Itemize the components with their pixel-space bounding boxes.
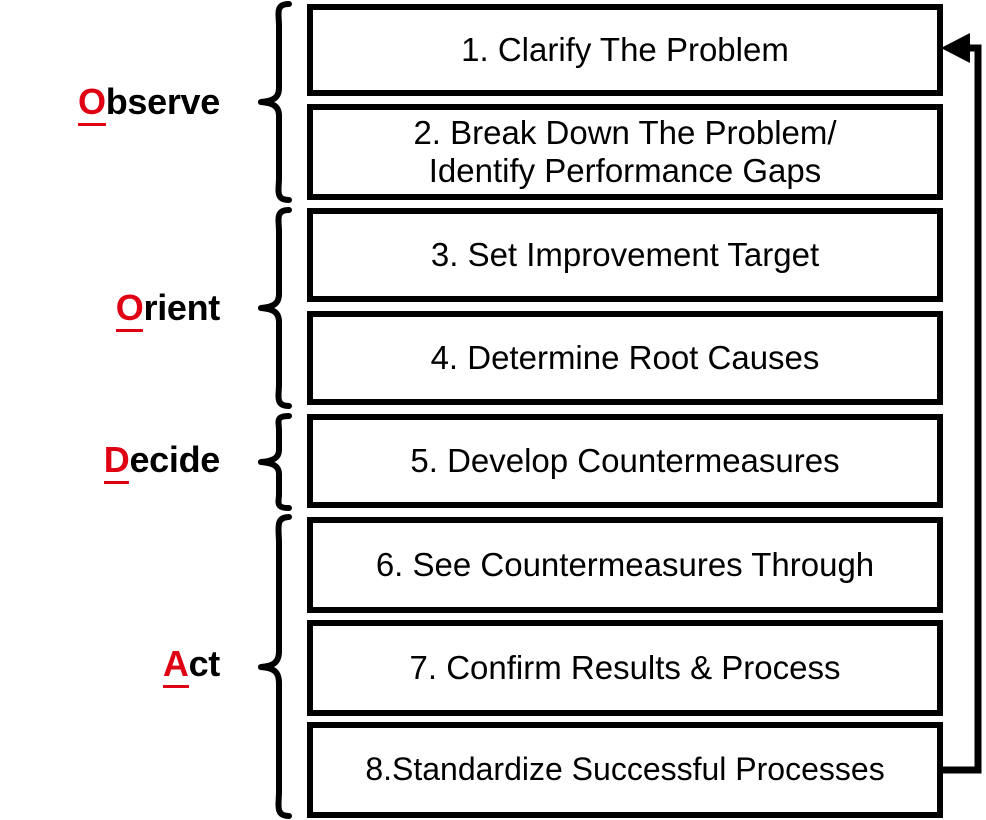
step-text-3: 3. Set Improvement Target (430, 235, 820, 273)
phase-label-observe: Observe (0, 81, 221, 126)
step-text-1: 1. Clarify The Problem (461, 30, 789, 68)
phase-rest-orient: rient (143, 287, 220, 328)
arrowhead-icon (941, 33, 970, 63)
phase-initial-decide: D (103, 439, 130, 484)
phase-initial-observe: O (78, 81, 106, 126)
step-box-3[interactable]: 3. Set Improvement Target (307, 208, 943, 302)
phase-initial-act: A (162, 643, 189, 688)
step-box-8[interactable]: 8.Standardize Successful Processes (307, 722, 943, 818)
phase-rest-observe: bserve (105, 81, 221, 122)
brace-observe (255, 0, 295, 204)
step-text-2: 2. Break Down The Problem/ Identify Perf… (413, 114, 837, 189)
step-box-7[interactable]: 7. Confirm Results & Process (307, 620, 943, 716)
phase-initial-orient: O (115, 287, 144, 332)
phase-rest-act: ct (188, 643, 221, 684)
phase-label-act: Act (0, 643, 221, 688)
step-box-1[interactable]: 1. Clarify The Problem (307, 4, 943, 96)
step-text-4: 4. Determine Root Causes (430, 338, 820, 376)
step-box-5[interactable]: 5. Develop Countermeasures (307, 414, 943, 508)
step-text-7: 7. Confirm Results & Process (409, 648, 841, 686)
brace-orient (255, 206, 295, 410)
step-text-8: 8.Standardize Successful Processes (365, 751, 885, 788)
brace-decide (255, 412, 295, 512)
step-box-4[interactable]: 4. Determine Root Causes (307, 311, 943, 405)
phase-label-orient: Orient (0, 287, 220, 332)
brace-act (255, 513, 295, 820)
phase-rest-decide: ecide (129, 439, 220, 480)
phase-label-decide: Decide (0, 439, 220, 484)
step-box-6[interactable]: 6. See Countermeasures Through (307, 517, 943, 613)
step-box-2[interactable]: 2. Break Down The Problem/ Identify Perf… (307, 104, 943, 200)
step-text-5: 5. Develop Countermeasures (410, 441, 840, 479)
step-text-6: 6. See Countermeasures Through (375, 545, 875, 583)
